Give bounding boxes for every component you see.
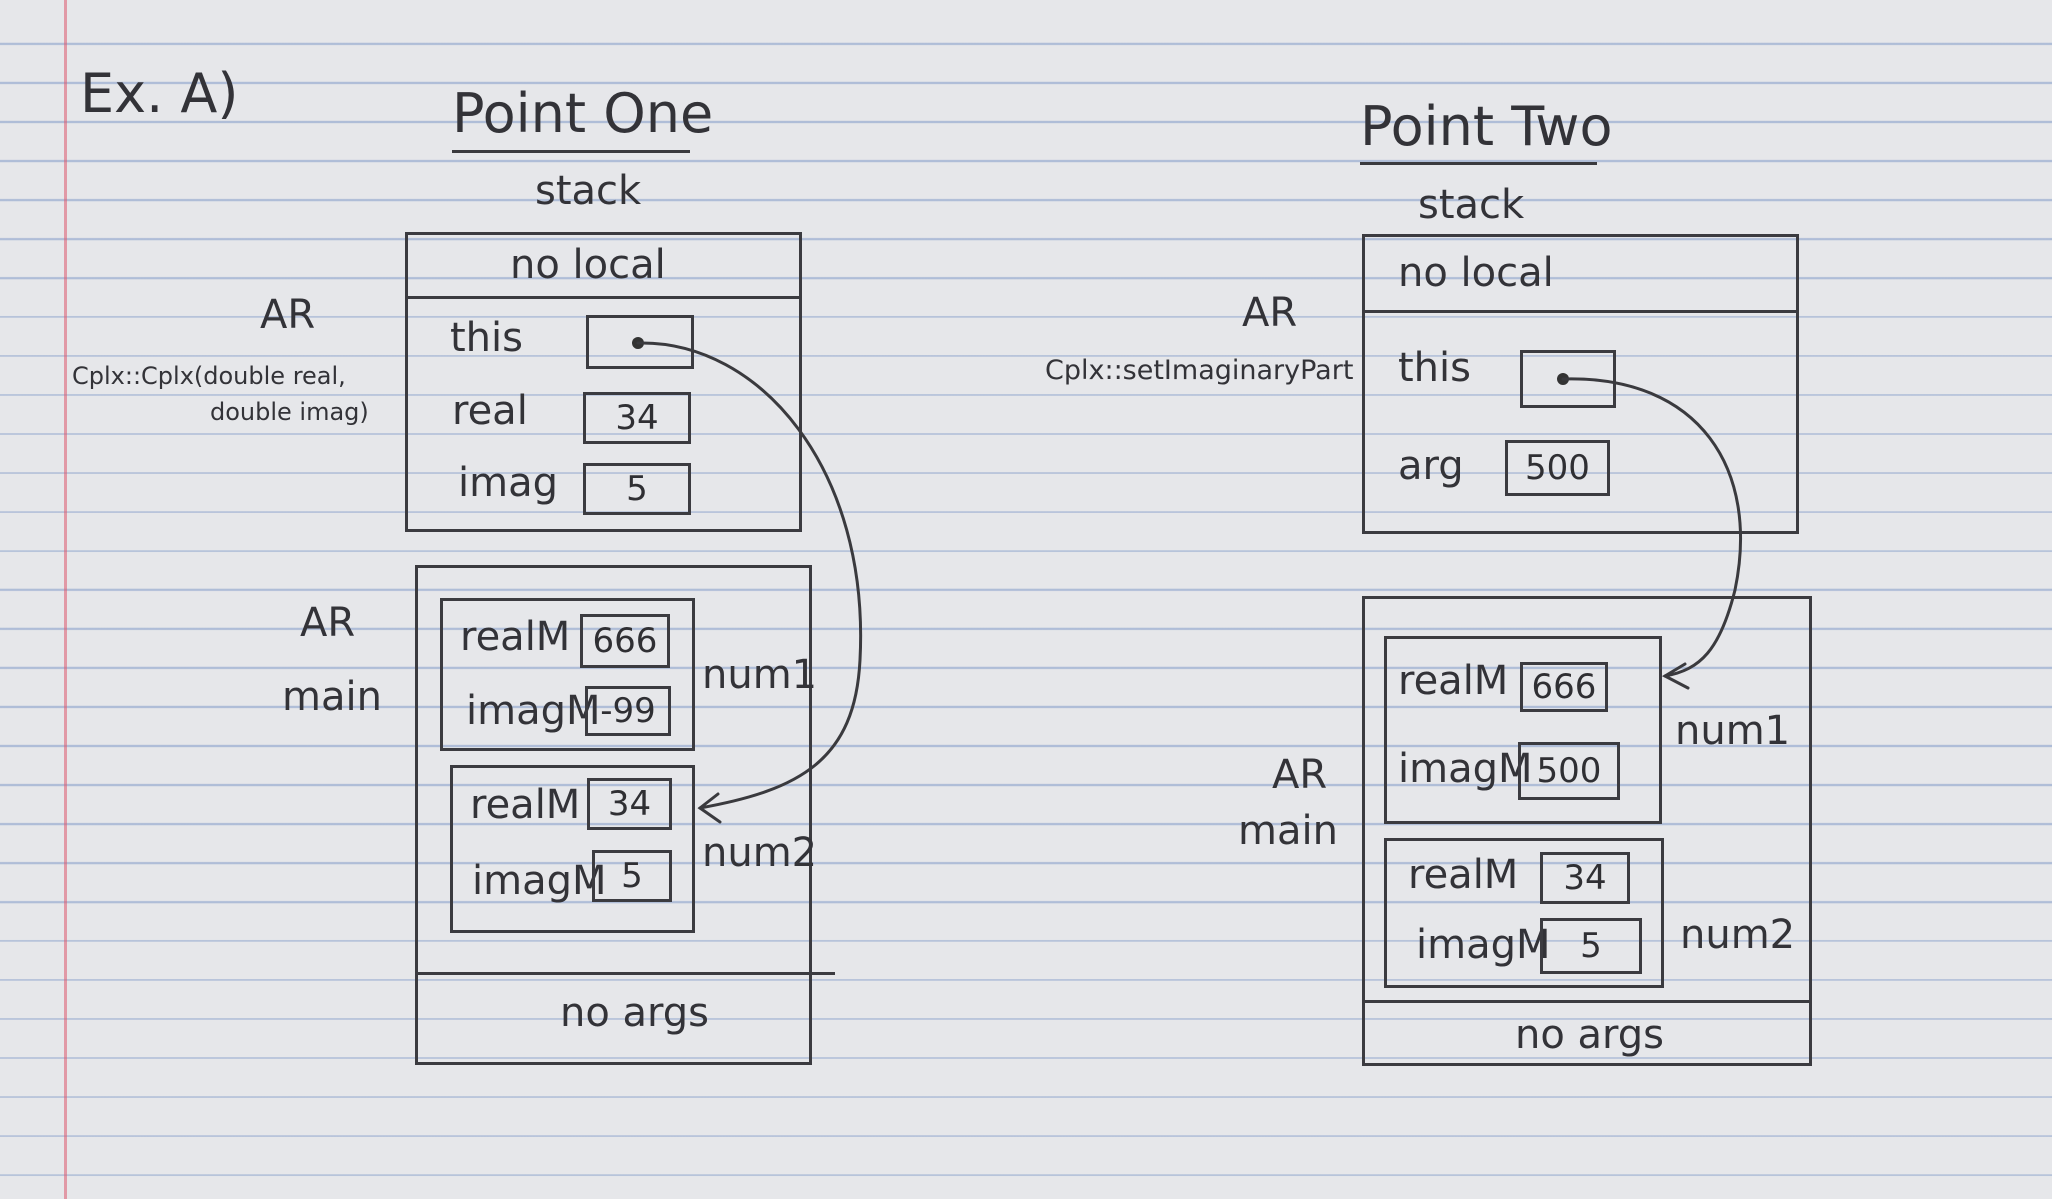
point-one-num1-box [440, 598, 695, 751]
point-two-no-local: no local [1398, 250, 1554, 296]
point-one-imag-label: imag [458, 460, 558, 506]
point-two-stack-label: stack [1418, 182, 1525, 228]
point-two-num1-box [1384, 636, 1662, 824]
point-two-main-ar-label: AR [1272, 752, 1328, 798]
point-one-num1-imag-value: -99 [585, 686, 671, 736]
point-two-title: Point Two [1360, 95, 1613, 158]
point-one-main-frame [415, 565, 812, 1065]
point-two-num1-real-label: realM [1398, 658, 1509, 704]
exercise-label: Ex. A) [80, 62, 239, 125]
point-one-real-value: 34 [583, 392, 691, 444]
point-two-num1-real-value: 666 [1520, 662, 1608, 712]
point-one-no-local: no local [510, 242, 666, 288]
point-two-this-arrow [1561, 377, 1743, 678]
point-one-title: Point One [452, 82, 714, 145]
point-one-num1-real-value: 666 [580, 614, 670, 668]
point-two-this-box [1520, 350, 1616, 408]
point-two-num1-imag-value: 500 [1518, 742, 1620, 800]
point-one-this-arrow [636, 341, 863, 810]
point-one-real-label: real [452, 388, 528, 434]
point-one-this-label: this [450, 315, 523, 361]
point-one-main-func-label: main [282, 674, 382, 720]
point-one-num2-imag-label: imagM [472, 858, 607, 904]
point-one-no-args: no args [560, 990, 710, 1036]
point-one-main-ar-label: AR [300, 600, 356, 646]
point-one-num2-imag-value: 5 [592, 850, 672, 902]
point-two-no-args: no args [1515, 1012, 1665, 1058]
point-two-frame-divider [1362, 310, 1799, 313]
point-one-func-line2: double imag) [210, 398, 369, 426]
point-two-arrowhead [1661, 662, 1690, 690]
point-one-num2-box [450, 765, 695, 933]
point-one-num1-real-label: realM [460, 614, 571, 660]
point-two-func-label: Cplx::setImaginaryPart [1045, 355, 1354, 386]
point-one-num2-real-label: realM [470, 782, 581, 828]
point-two-num1-imag-label: imagM [1398, 746, 1533, 792]
point-one-stack-label: stack [535, 168, 642, 214]
point-one-num2-label: num2 [702, 830, 818, 876]
point-two-arg-label: arg [1398, 443, 1464, 489]
point-two-main-func-label: main [1238, 808, 1338, 854]
point-one-func-line1: Cplx::Cplx(double real, [72, 362, 346, 390]
point-two-ar-frame [1362, 234, 1799, 534]
point-two-this-label: this [1398, 345, 1471, 391]
point-one-main-divider [415, 972, 835, 975]
point-one-underline [452, 150, 690, 153]
point-two-num2-label: num2 [1680, 912, 1796, 958]
point-two-main-divider [1362, 1000, 1812, 1003]
point-one-num1-label: num1 [702, 652, 818, 698]
point-one-frame-divider [405, 296, 802, 299]
point-one-num1-imag-label: imagM [466, 688, 601, 734]
point-two-underline [1360, 162, 1597, 165]
point-two-ar-label: AR [1242, 290, 1298, 336]
point-two-num2-imag-label: imagM [1416, 922, 1551, 968]
point-two-num1-label: num1 [1675, 708, 1791, 754]
point-two-num2-real-value: 34 [1540, 852, 1630, 904]
point-one-imag-value: 5 [583, 463, 691, 515]
point-two-num2-box [1384, 838, 1664, 988]
point-one-num2-real-value: 34 [587, 778, 672, 830]
point-one-ar-label: AR [260, 292, 316, 338]
point-one-this-box [586, 315, 694, 369]
point-two-arg-value: 500 [1505, 440, 1610, 496]
margin-line [64, 0, 67, 1199]
point-two-num2-imag-value: 5 [1540, 918, 1642, 974]
point-two-num2-real-label: realM [1408, 852, 1519, 898]
point-one-arrowhead [697, 792, 722, 824]
point-two-main-frame [1362, 596, 1812, 1066]
point-one-ar-frame [405, 232, 802, 532]
